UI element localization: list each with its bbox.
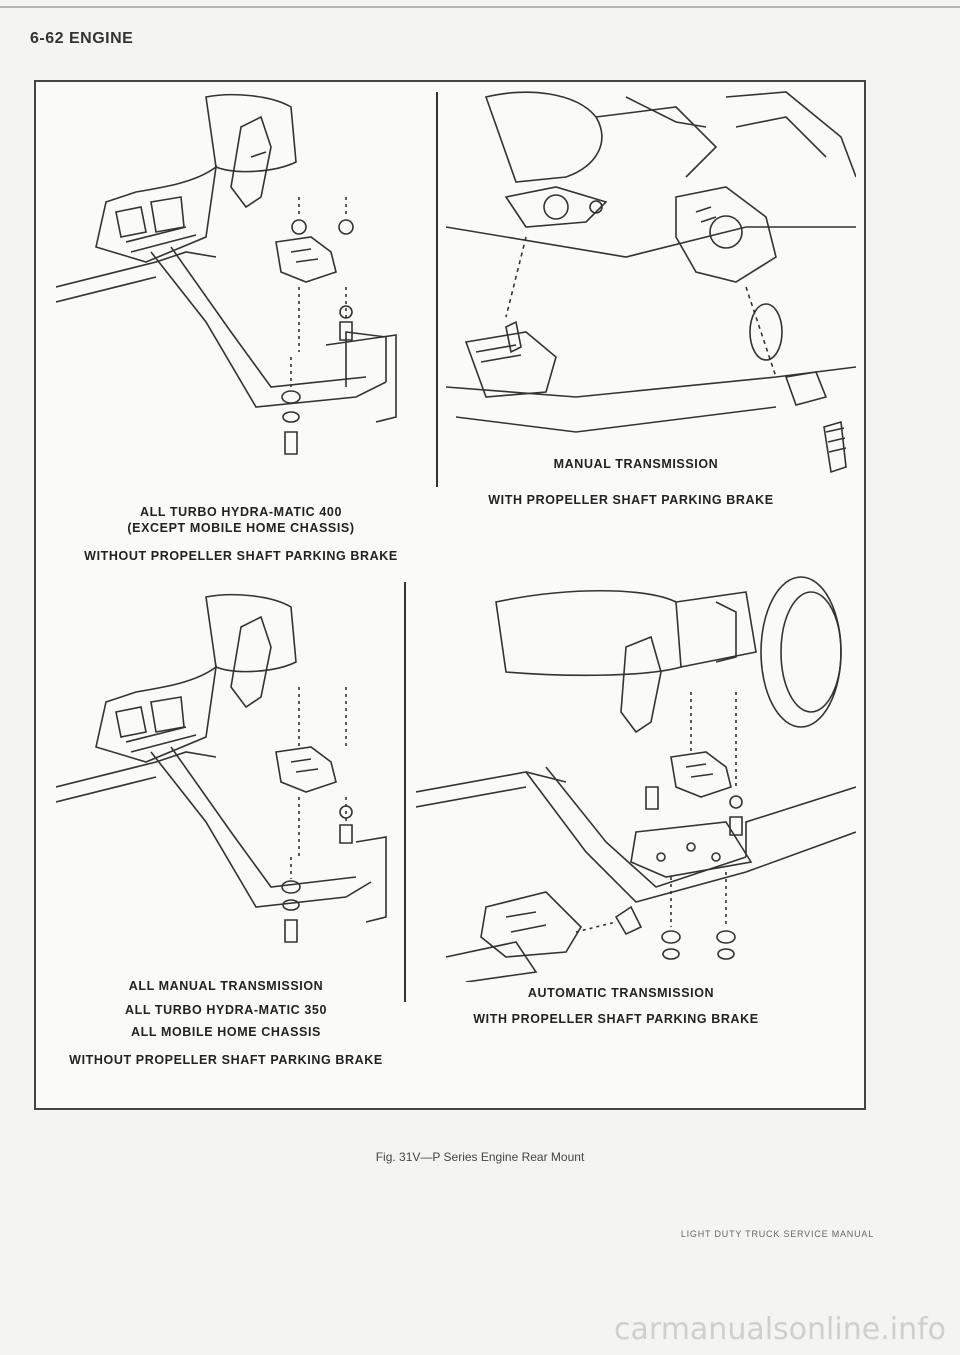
caption-bottom-right-line1: AUTOMATIC TRANSMISSION: [527, 986, 715, 1000]
page-header: 6-62 ENGINE: [30, 30, 134, 47]
caption-bottom-left-line4: WITHOUT PROPELLER SHAFT PARKING BRAKE: [69, 1053, 383, 1067]
top-rule: [0, 6, 960, 8]
figure-frame: ALL TURBO HYDRA-MATIC 400 (EXCEPT MOBILE…: [34, 80, 866, 1110]
caption-top-right-line2: WITH PROPELLER SHAFT PARKING BRAKE: [488, 493, 774, 507]
caption-bottom-left-line1: ALL MANUAL TRANSMISSION: [128, 979, 324, 993]
caption-top-right-line1: MANUAL TRANSMISSION: [553, 457, 719, 471]
caption-top-left-line3: WITHOUT PROPELLER SHAFT PARKING BRAKE: [84, 549, 398, 563]
caption-top-left-line1: ALL TURBO HYDRA-MATIC 400: [139, 505, 343, 519]
panel-bottom-left: ALL MANUAL TRANSMISSION ALL TURBO HYDRA-…: [56, 587, 396, 1067]
panel-top-left: ALL TURBO HYDRA-MATIC 400 (EXCEPT MOBILE…: [56, 87, 426, 563]
footer-text: LIGHT DUTY TRUCK SERVICE MANUAL: [680, 1229, 874, 1239]
illustration-bottom-right: [416, 572, 856, 982]
caption-bottom-left-line2: ALL TURBO HYDRA-MATIC 350: [124, 1003, 328, 1017]
figure-caption: Fig. 31V—P Series Engine Rear Mount: [375, 1150, 585, 1164]
caption-top-left-line2: (EXCEPT MOBILE HOME CHASSIS): [127, 521, 355, 535]
illustration-bottom-left: [56, 587, 396, 977]
panel-divider-top: [436, 92, 438, 487]
panel-top-right: MANUAL TRANSMISSION WITH PROPELLER SHAFT…: [446, 87, 856, 507]
illustration-top-left: [56, 87, 426, 482]
caption-bottom-left-line3: ALL MOBILE HOME CHASSIS: [131, 1025, 321, 1039]
watermark: carmanualsonline.info: [614, 1312, 946, 1347]
panel-divider-bottom: [404, 582, 406, 1002]
panel-bottom-right: AUTOMATIC TRANSMISSION WITH PROPELLER SH…: [416, 572, 856, 1026]
caption-bottom-right-line2: WITH PROPELLER SHAFT PARKING BRAKE: [473, 1012, 759, 1026]
illustration-top-right: [446, 87, 856, 507]
